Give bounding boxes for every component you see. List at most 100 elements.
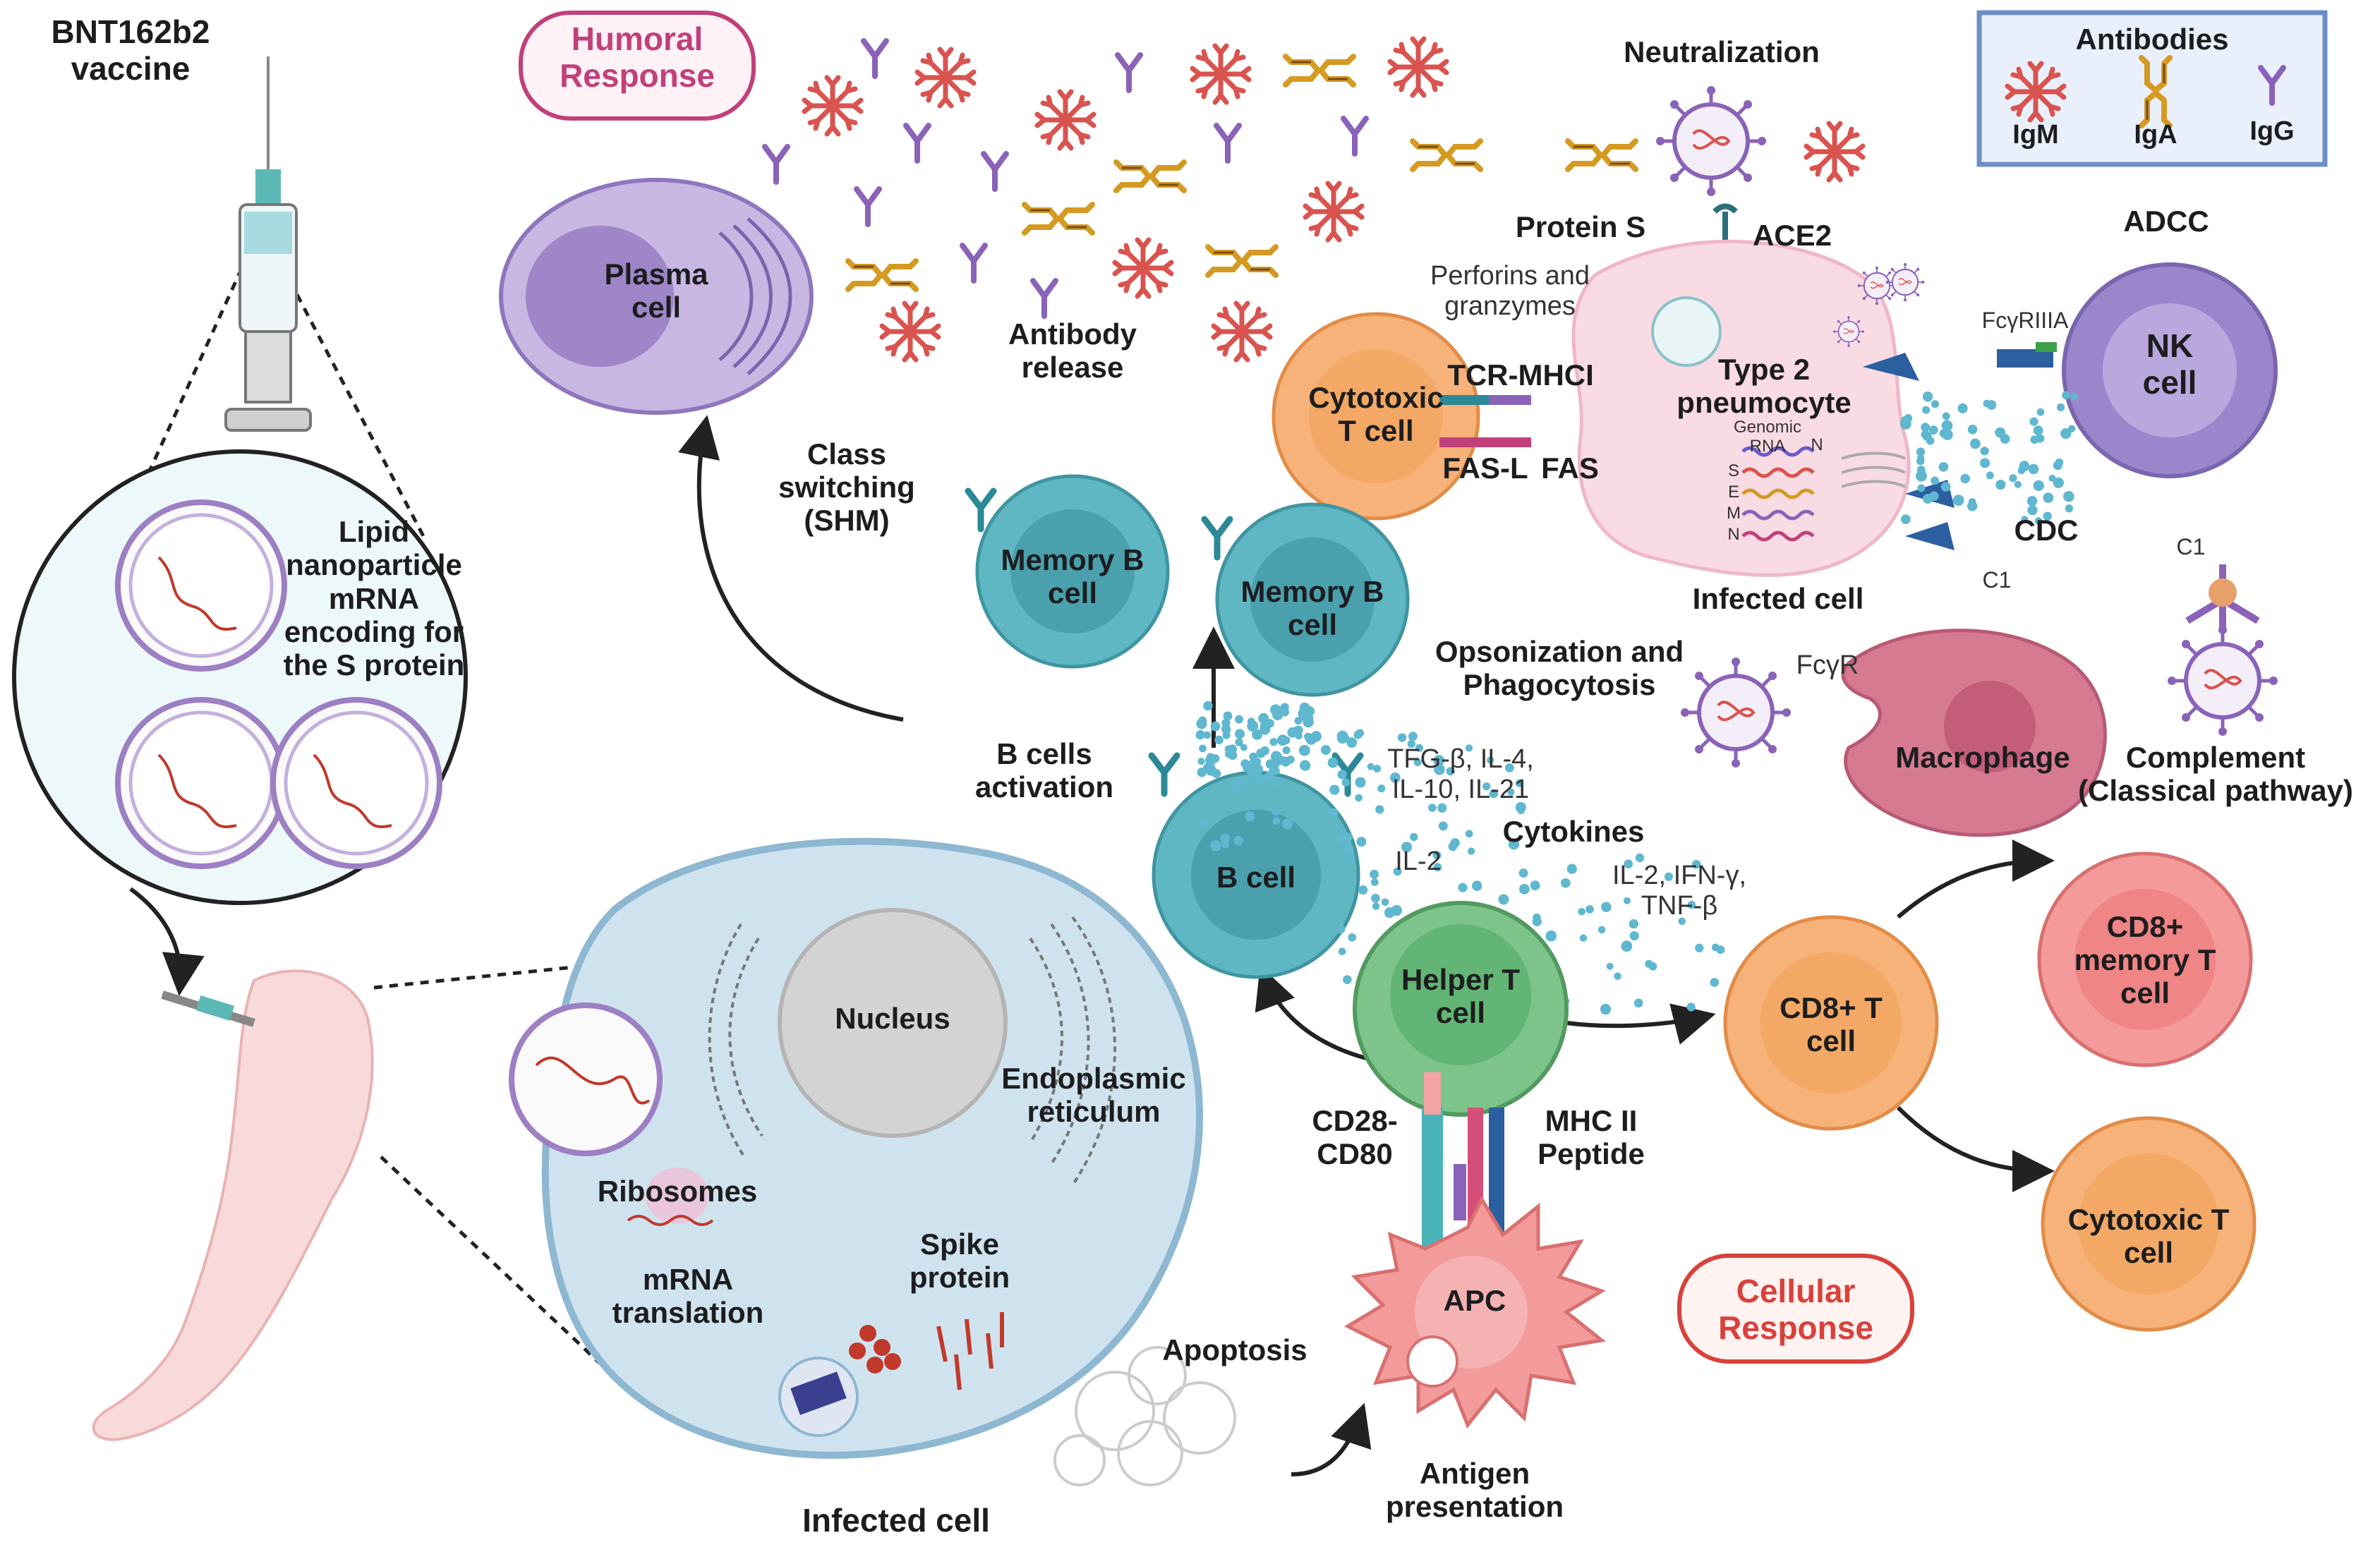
cytokine-dot [1916,470,1927,482]
cytokine-dot [1393,867,1402,876]
cdc-label: CDC [2014,514,2079,547]
cytokine-dot [1437,803,1447,813]
cytokine-dot [1579,934,1588,942]
cytokine-dot [1487,756,1494,764]
cytokine-dot [1408,732,1418,741]
cytokine-dot [1507,788,1515,796]
cytokine-dot [1917,484,1926,492]
antibody-iga-icon [1286,56,1353,85]
legend-igm: IgM [2012,120,2059,150]
cytokine-dot [1427,804,1437,812]
cytokine-dot [1664,872,1673,881]
cytokine-dot [1986,471,1994,480]
cytokine-dot [2017,466,2025,475]
virus-icon [1885,262,1926,303]
cytokine-dot [1358,885,1368,895]
spike-protein-label: Spike protein [909,1227,1010,1295]
cytokine-dot [2048,474,2056,482]
antibody-igm-icon [1806,123,1863,180]
cytokine-dot [1230,782,1240,792]
cytokine-dot [1221,718,1231,727]
protein-s-label: Protein S [1515,210,1646,243]
arm-icon [92,969,374,1441]
cytokine-dot [1196,718,1207,729]
cytokine-dot [1678,917,1686,926]
arrow-cd8-to-cytotoxic [1896,1105,2055,1192]
cytokine-dot [1346,737,1358,748]
b-cells-activation-label: B cells activation [974,737,1114,804]
cytokine-dot [1434,764,1445,775]
cytokine-dot [1530,880,1540,891]
cd8-t-cell-label: CD8+ T cell [1780,991,1883,1058]
cytokine-dot [1269,738,1278,746]
cytokine-dot [1391,904,1403,916]
cytokine-dot [1957,403,1968,413]
syringe-icon [224,56,312,432]
cytokine-dot [1606,962,1614,970]
cytokine-dot [1624,859,1633,869]
cytokine-dot [1917,454,1925,462]
plasma-cell [499,178,814,415]
tcr-mhci-label: TCR-MHCI [1447,358,1594,392]
cytokine-dot [1899,418,1911,430]
cytokine-dot [1249,752,1257,761]
gene-n-top-label: N [1811,435,1823,454]
cytokine-dot [1923,493,1933,504]
cytokine-dot [2070,393,2078,401]
cytokine-dot [1995,427,2006,438]
cytokine-dot [1940,482,1951,492]
cytokine-dot [1432,851,1442,860]
apoptotic-bodies [1053,1346,1236,1486]
legend-title: Antibodies [2075,23,2229,56]
cytokine-dot [1621,940,1633,952]
cytokine-dot [1270,704,1281,715]
cytokine-dot [1597,926,1606,934]
infected-cell-bottom [541,837,1203,1459]
cytokine-dot [1517,806,1526,815]
cytokine-dot [1298,708,1308,719]
cytokine-dot [1282,746,1291,755]
cytokine-dot [1336,924,1346,934]
cytokine-dot [2056,403,2065,412]
b-cell-label: B cell [1216,861,1296,894]
antibody-iga-icon [1413,141,1480,169]
ace2-label: ACE2 [1752,219,1832,252]
cytokine-dot [2033,480,2044,491]
arrow-apoptosis-to-apc [1291,1402,1372,1477]
cytokine-dot [1252,729,1262,740]
cytokine-dot [1211,754,1220,763]
antibody-legend [1976,10,2328,167]
cytotoxic-t-cell-bottom [2041,1116,2257,1332]
antibody-iga-icon [1208,247,1276,275]
cytokine-dot [1928,425,1938,435]
class-switching-label: Class switching (SHM) [778,437,915,538]
helper-t-cell [1353,901,1569,1117]
cytokine-dot [1265,719,1274,728]
cytokine-dot [1276,734,1288,746]
cytokine-dot [1691,859,1701,869]
cytotoxic-t-top-label: Cytotoxic T cell [1308,381,1444,448]
cytokine-dot [1585,905,1594,914]
gene-e-label: E [1727,483,1739,502]
c1-label-b: C1 [2176,534,2206,559]
neutralization-label: Neutralization [1624,35,1820,68]
cytokine-dot [1942,412,1950,420]
antibody-igg-icon [857,189,879,224]
cytokine-dot [1197,758,1205,765]
cytokine-dot [1348,933,1357,942]
cellular-response-label: Cellular Response [1718,1273,1873,1346]
cytokine-dot [1203,701,1213,711]
cytokine-dot [1931,476,1939,485]
cytokine-dot [1320,745,1331,756]
cytokine-dot [1635,853,1645,863]
cytokine-dot [1566,863,1577,874]
cytokine-dot [1233,835,1244,846]
cytokine-dot [2009,474,2017,483]
fcgriiia-label: FcγRIIIA [1981,308,2069,333]
mrna-translation-label: mRNA translation [612,1263,764,1330]
cytokine-dot [1433,755,1444,766]
cytokine-dot [2043,511,2052,521]
nk-cell [1863,262,2278,550]
cytokine-dot [1375,805,1384,814]
antibody-igg-icon [962,245,985,281]
